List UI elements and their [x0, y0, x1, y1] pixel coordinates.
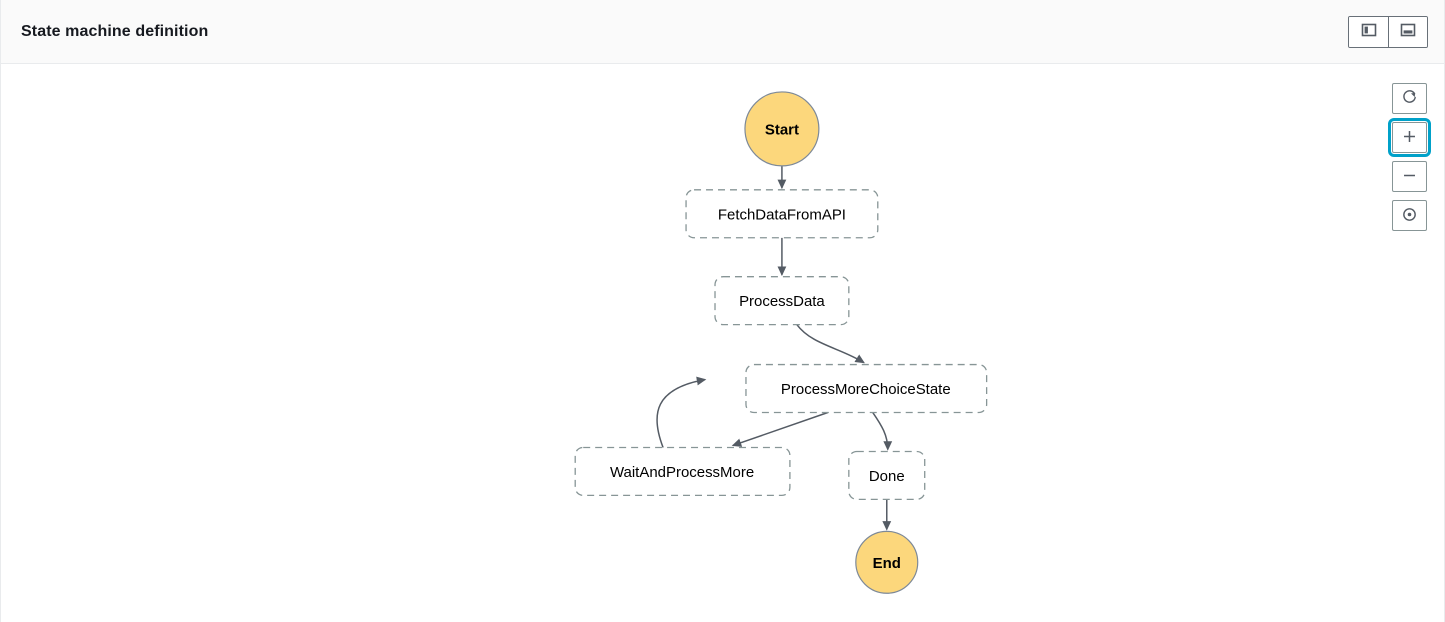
- zoom-in-button[interactable]: [1388, 118, 1431, 157]
- edge-choice-to-wait: [731, 411, 829, 447]
- node-end[interactable]: End: [855, 530, 919, 594]
- zoom-controls: [1388, 83, 1431, 231]
- edge-choice-to-done: [872, 412, 893, 451]
- fit-to-screen-button[interactable]: [1392, 200, 1427, 231]
- node-end-label: End: [873, 555, 901, 572]
- node-processmorechoicestate-label: ProcessMoreChoiceState: [781, 381, 951, 398]
- graph-edges: [656, 165, 893, 531]
- panel-header: State machine definition: [1, 0, 1444, 64]
- minus-icon: [1401, 167, 1418, 187]
- node-fetchdatafromapi[interactable]: FetchDataFromAPI: [685, 189, 879, 239]
- graph-nodes: Start FetchDataFromAPI ProcessData Proce…: [574, 91, 988, 594]
- reset-view-button[interactable]: [1392, 83, 1427, 114]
- plus-icon: [1401, 128, 1418, 148]
- panel-bottom-icon: [1400, 22, 1416, 41]
- node-processmorechoicestate[interactable]: ProcessMoreChoiceState: [745, 363, 988, 414]
- refresh-icon: [1401, 89, 1418, 109]
- node-done-label: Done: [869, 468, 905, 485]
- graph-canvas[interactable]: Start FetchDataFromAPI ProcessData Proce…: [1, 64, 1444, 622]
- node-waitandprocessmore[interactable]: WaitAndProcessMore: [574, 446, 791, 497]
- panel-left-icon: [1361, 22, 1377, 41]
- node-waitandprocessmore-label: WaitAndProcessMore: [610, 464, 754, 481]
- page-title: State machine definition: [21, 22, 209, 40]
- node-done[interactable]: Done: [848, 450, 926, 501]
- layout-toggle-group: [1348, 15, 1428, 48]
- state-machine-graph: Start FetchDataFromAPI ProcessData Proce…: [574, 91, 988, 594]
- node-processdata[interactable]: ProcessData: [714, 276, 850, 326]
- node-fetchdatafromapi-label: FetchDataFromAPI: [718, 206, 846, 223]
- target-icon: [1401, 206, 1418, 226]
- node-start-label: Start: [765, 121, 799, 138]
- node-processdata-label: ProcessData: [739, 293, 825, 310]
- vertical-split-layout-button[interactable]: [1349, 16, 1388, 47]
- edge-wait-to-process: [656, 376, 707, 448]
- zoom-out-button[interactable]: [1392, 161, 1427, 192]
- edge-process-to-choice: [796, 324, 865, 364]
- horizontal-split-layout-button[interactable]: [1388, 16, 1427, 47]
- node-start[interactable]: Start: [744, 91, 820, 167]
